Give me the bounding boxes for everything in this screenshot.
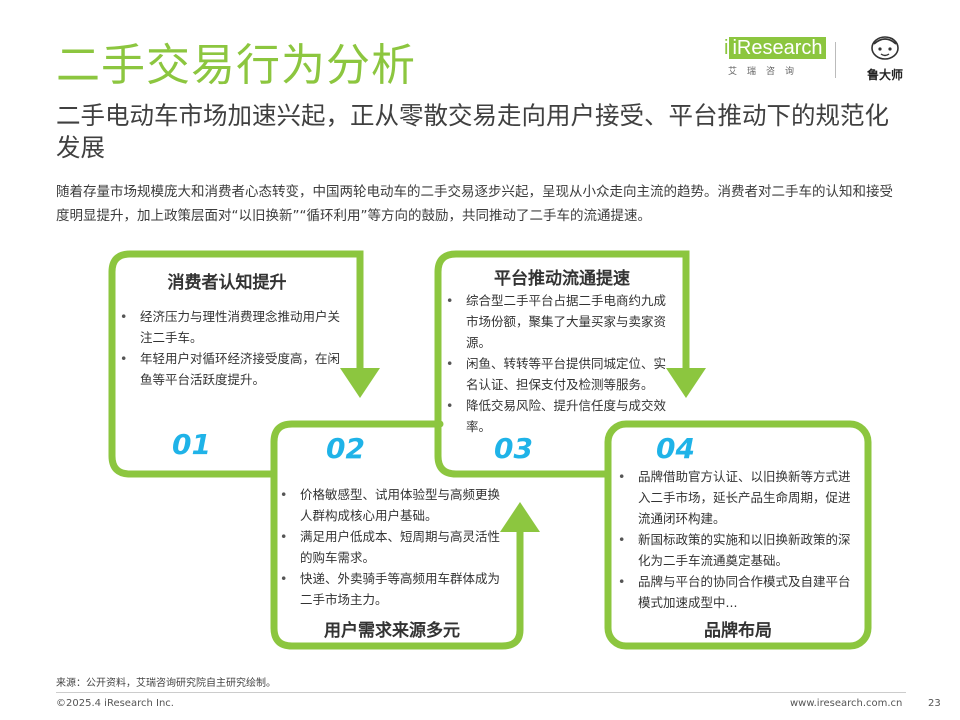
list-item: 满足用户低成本、短周期与高灵活性的购车需求。 — [280, 526, 512, 568]
arrow-down-03-icon — [666, 368, 706, 398]
list-item: 闲鱼、转转等平台提供同城定位、实名认证、担保支付及检测等服务。 — [446, 353, 676, 395]
box-04-title: 品牌布局 — [704, 621, 772, 641]
box-01-frame — [108, 250, 364, 478]
list-item: 综合型二手平台占据二手电商约九成市场份额，聚集了大量买家与卖家资源。 — [446, 290, 676, 353]
box-03-frame — [434, 250, 690, 478]
box-04-frame — [604, 420, 872, 650]
list-item: 价格敏感型、试用体验型与高频更换人群构成核心用户基础。 — [280, 484, 512, 526]
list-item: 新国标政策的实施和以旧换新政策的深化为二手车流通奠定基础。 — [618, 529, 858, 571]
page-number: 23 — [928, 698, 941, 709]
box-04-number: 04 — [656, 432, 695, 465]
box-01-number: 01 — [172, 428, 211, 461]
copyright: ©2025.4 iResearch Inc. — [56, 698, 174, 709]
page-title: 二手交易行为分析 — [56, 40, 416, 91]
box-03-title: 平台推动流通提速 — [494, 269, 630, 289]
intro-paragraph: 随着存量市场规模庞大和消费者心态转变，中国两轮电动车的二手交易逐步兴起，呈现从小… — [56, 184, 893, 224]
box-02-bullets: 价格敏感型、试用体验型与高频更换人群构成核心用户基础。 满足用户低成本、短周期与… — [280, 484, 512, 610]
ludashi-mascot-icon — [871, 36, 899, 60]
list-item: 品牌借助官方认证、以旧换新等方式进入二手市场，延长产品生命周期，促进流通闭环构建… — [618, 466, 858, 529]
iresearch-logo-cn: 艾瑞咨询 — [728, 67, 805, 77]
box-03-number: 03 — [494, 432, 533, 465]
list-item: 经济压力与理性消费理念推动用户关注二手车。 — [120, 306, 346, 348]
box-02-number: 02 — [326, 432, 365, 465]
list-item: 快递、外卖骑手等高频用车群体成为二手市场主力。 — [280, 568, 512, 610]
box-02-frame — [270, 420, 524, 650]
box-01-title: 消费者认知提升 — [167, 273, 287, 293]
ludashi-logo-text: 鲁大师 — [866, 68, 903, 82]
box-03-bullets: 综合型二手平台占据二手电商约九成市场份额，聚集了大量买家与卖家资源。 闲鱼、转转… — [446, 290, 676, 437]
list-item: 降低交易风险、提升信任度与成交效率。 — [446, 395, 676, 437]
website-link[interactable]: www.iresearch.com.cn — [790, 698, 903, 709]
page-subtitle: 二手电动车市场加速兴起，正从零散交易走向用户接受、平台推动下的规范化发展 — [56, 101, 889, 162]
list-item: 年轻用户对循环经济接受度高，在闲鱼等平台活跃度提升。 — [120, 348, 346, 390]
list-item: 品牌与平台的协同合作模式及自建平台模式加速成型中... — [618, 571, 858, 613]
box-04-bullets: 品牌借助官方认证、以旧换新等方式进入二手市场，延长产品生命周期，促进流通闭环构建… — [618, 466, 858, 613]
source-note: 来源：公开资料，艾瑞咨询研究院自主研究绘制。 — [56, 678, 276, 689]
footer-divider — [56, 692, 906, 693]
arrow-down-01-icon — [340, 368, 380, 398]
box-01-bullets: 经济压力与理性消费理念推动用户关注二手车。 年轻用户对循环经济接受度高，在闲鱼等… — [120, 306, 346, 390]
logo-divider — [835, 42, 836, 78]
box-02-title: 用户需求来源多元 — [324, 621, 460, 641]
